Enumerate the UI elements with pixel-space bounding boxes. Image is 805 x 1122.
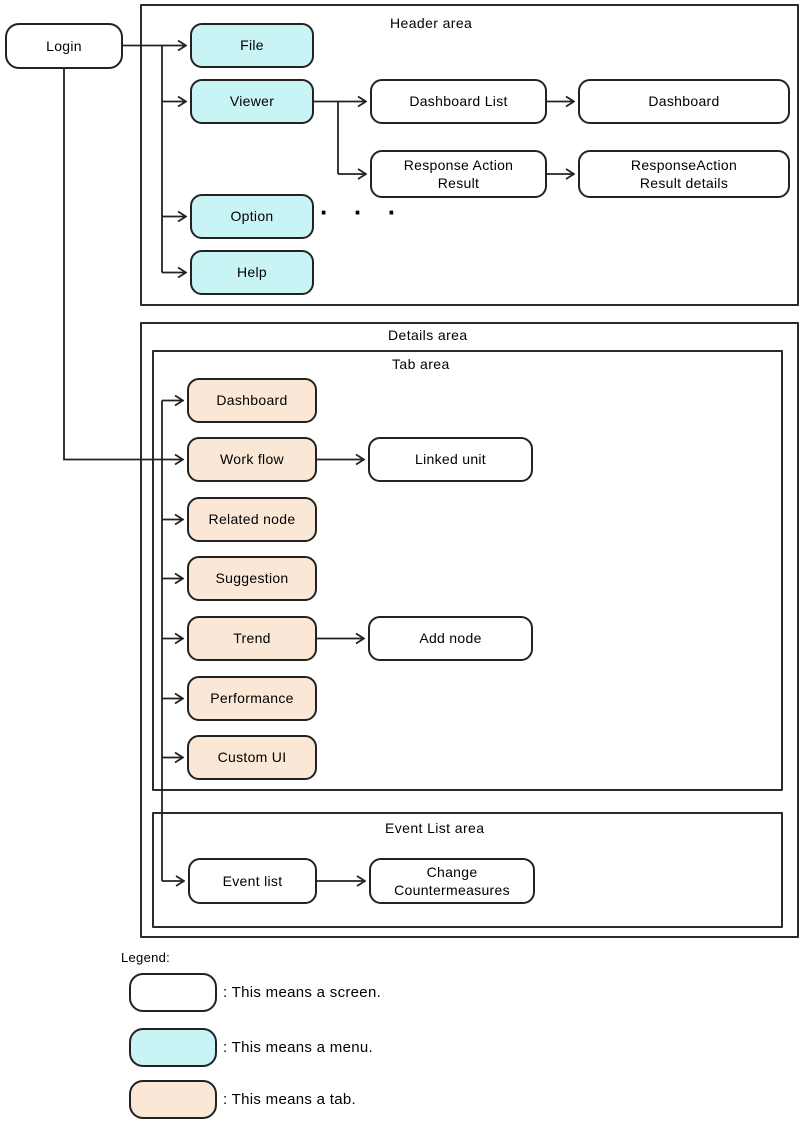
tab-suggestion: Suggestion bbox=[187, 556, 317, 601]
tab-area-frame bbox=[152, 350, 783, 791]
legend-menu-swatch bbox=[129, 1028, 217, 1067]
screen-dashboard: Dashboard bbox=[578, 79, 790, 124]
menu-help: Help bbox=[190, 250, 314, 295]
screen-response-action-result-details: ResponseAction Result details bbox=[578, 150, 790, 198]
tab-work-flow: Work flow bbox=[187, 437, 317, 482]
screen-event-list: Event list bbox=[188, 858, 317, 904]
screen-login: Login bbox=[5, 23, 123, 69]
tab-trend: Trend bbox=[187, 616, 317, 661]
legend-menu-label: : This means a menu. bbox=[223, 1039, 373, 1056]
more-menus-ellipsis: · · · bbox=[320, 197, 406, 227]
legend-tab-label: : This means a tab. bbox=[223, 1091, 356, 1108]
menu-file: File bbox=[190, 23, 314, 68]
legend-tab-swatch bbox=[129, 1080, 217, 1119]
tab-custom-ui: Custom UI bbox=[187, 735, 317, 780]
tab-performance: Performance bbox=[187, 676, 317, 721]
tab-area-title: Tab area bbox=[392, 356, 450, 372]
legend-screen-label: : This means a screen. bbox=[223, 984, 382, 1001]
details-area-frame bbox=[140, 322, 799, 938]
event-list-area-title: Event List area bbox=[385, 820, 485, 836]
screen-response-action-result: Response Action Result bbox=[370, 150, 547, 198]
screen-add-node: Add node bbox=[368, 616, 533, 661]
screen-change-countermeasures: Change Countermeasures bbox=[369, 858, 535, 904]
menu-viewer: Viewer bbox=[190, 79, 314, 124]
tab-dashboard: Dashboard bbox=[187, 378, 317, 423]
event-list-area-frame bbox=[152, 812, 783, 928]
header-area-title: Header area bbox=[390, 15, 473, 31]
details-area-title: Details area bbox=[388, 327, 468, 343]
legend-title: Legend: bbox=[121, 950, 171, 965]
menu-option: Option bbox=[190, 194, 314, 239]
legend-screen-swatch bbox=[129, 973, 217, 1012]
screen-linked-unit: Linked unit bbox=[368, 437, 533, 482]
screen-dashboard-list: Dashboard List bbox=[370, 79, 547, 124]
tab-related-node: Related node bbox=[187, 497, 317, 542]
